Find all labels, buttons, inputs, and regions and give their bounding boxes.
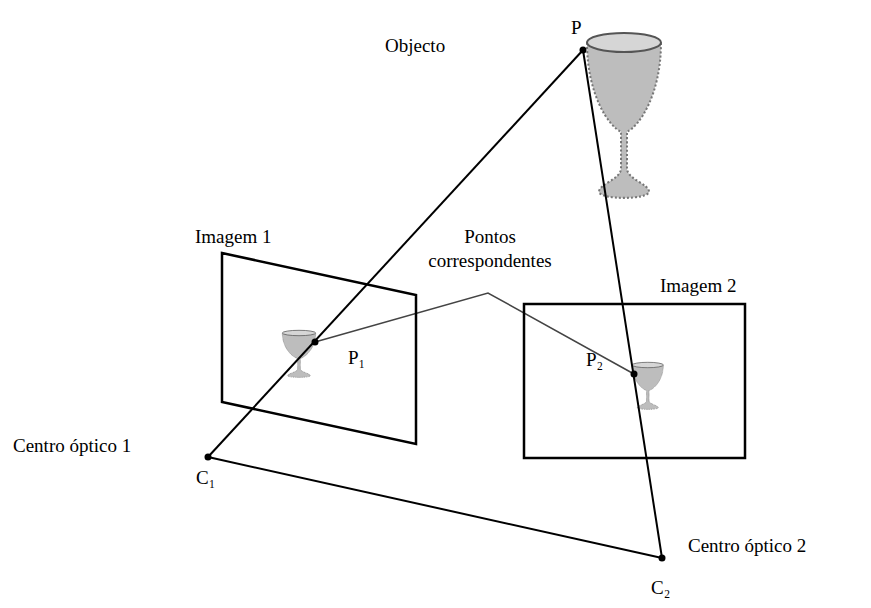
- point-dot: [631, 371, 638, 378]
- point-dot: [312, 339, 319, 346]
- figure-label: Centro óptico 2: [688, 534, 806, 558]
- point-label: P₂: [586, 348, 603, 372]
- image-plane: Imagem 2P₂: [524, 304, 745, 458]
- point-dot: [659, 555, 666, 562]
- object-goblet: [587, 33, 661, 198]
- point-dot: [580, 47, 587, 54]
- projection-ray: [208, 50, 583, 457]
- point-label: P₁: [348, 346, 365, 370]
- figure-label: P: [571, 16, 582, 40]
- figure-label: Objecto: [385, 34, 445, 58]
- figure-label: Pontos correspondentes: [415, 225, 565, 273]
- image-plane: Imagem 1P₁: [222, 253, 416, 444]
- plane-heading: Imagem 1: [195, 225, 272, 249]
- figure-label: C₁: [196, 466, 215, 490]
- image-plane-outline: [524, 304, 745, 458]
- point-dot: [205, 454, 212, 461]
- baseline: [208, 457, 662, 558]
- plane-heading: Imagem 2: [660, 274, 737, 298]
- figure-label: C₂: [651, 576, 670, 600]
- image-plane-outline: [222, 253, 416, 444]
- figure-label: Centro óptico 1: [13, 434, 131, 458]
